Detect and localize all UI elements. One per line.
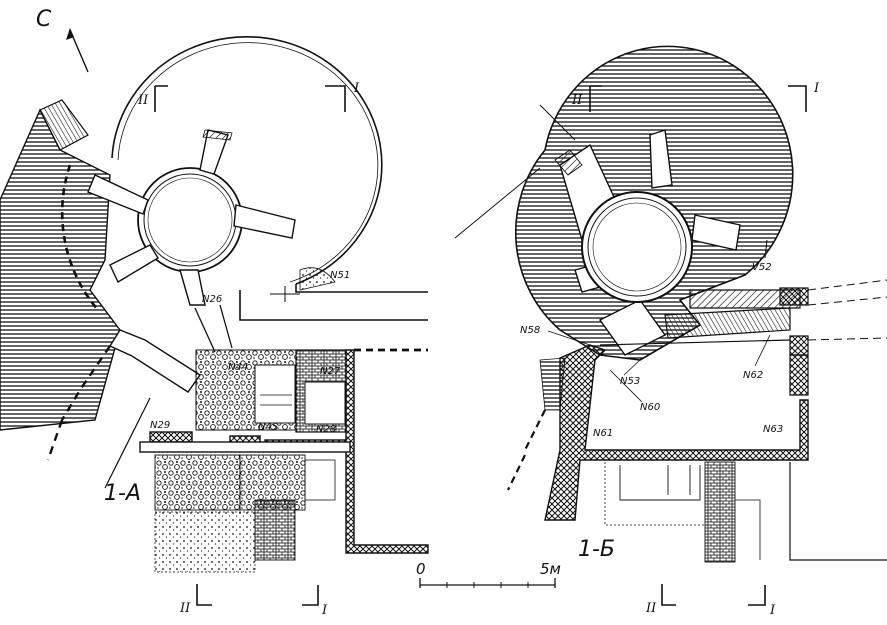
label-n44: N44 — [228, 362, 248, 373]
west-wall-hatched — [0, 108, 121, 431]
north-label: С — [36, 7, 52, 32]
label-n53: N53 — [620, 376, 640, 387]
label-n52: V52 — [752, 262, 772, 273]
label-n51: N51 — [330, 270, 350, 281]
section-mark-ii-bottom-a: II — [179, 601, 191, 616]
plan-title-1b: 1-Б — [578, 537, 615, 562]
scale-zero: 0 — [416, 560, 426, 578]
arrow-head-icon — [66, 28, 74, 40]
outer-circle-a — [111, 36, 383, 285]
label-n61: N61 — [593, 428, 613, 439]
section-mark-ii-bottom-b: II — [645, 601, 657, 616]
plan-1b: II I V52 N5 — [454, 45, 887, 618]
room-wall-b — [544, 344, 809, 521]
label-n45: N45 — [258, 422, 278, 433]
section-mark-ii-top-a: II — [137, 93, 149, 108]
label-n58: N58 — [520, 325, 540, 336]
label-n28: N28 — [316, 424, 336, 435]
section-mark-i-top-b: I — [813, 81, 820, 96]
scale-end: 5м — [540, 560, 561, 578]
label-n26: N26 — [202, 294, 222, 305]
scale-bar: 0 5м — [416, 560, 561, 588]
north-arrow: С — [36, 7, 89, 73]
inner-ring-b — [581, 191, 693, 303]
label-n29: N29 — [150, 420, 170, 431]
section-mark-i-bottom-a: I — [321, 603, 328, 618]
plan-1a: II I N51 — [0, 36, 429, 618]
label-n63: N63 — [763, 424, 783, 435]
east-wall-a — [345, 349, 429, 554]
label-n60: N60 — [640, 402, 660, 413]
section-mark-i-bottom-b: I — [769, 603, 776, 618]
plan-title-1a: 1-А — [104, 481, 141, 506]
label-n62: N62 — [743, 370, 763, 381]
section-mark-i-top-a: I — [353, 81, 360, 96]
label-n27: N27 — [320, 366, 341, 377]
